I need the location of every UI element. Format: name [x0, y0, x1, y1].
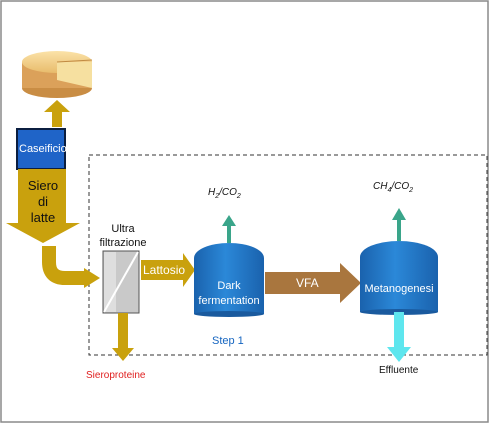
whey-pipe: [42, 246, 86, 285]
vfa-label: VFA: [296, 276, 319, 290]
lattosio-arrow: [141, 253, 195, 287]
ch4-gas-arrow: [392, 208, 406, 241]
ch4-co2-label: CH4/CO2: [373, 181, 414, 195]
metanogenesi-label: Metanogenesi: [364, 283, 434, 295]
dark-fermentation-reactor: [194, 243, 264, 317]
h2-co2-label: H2/CO2: [208, 187, 241, 201]
cheese-wheel-icon: [22, 51, 93, 98]
metanogenesi-reactor: [360, 241, 438, 315]
caseificio-label: Caseificio: [19, 143, 67, 155]
vfa-arrow: [265, 263, 361, 303]
process-boundary: [88, 154, 488, 356]
ultrafiltration-membrane-icon: [102, 250, 140, 314]
ultra-label: Ultra: [111, 223, 135, 235]
filtrazione-label: filtrazione: [99, 237, 147, 249]
step-label: Step 1: [212, 335, 244, 347]
sieroproteine-label: Sieroproteine: [86, 370, 146, 381]
siero-label: Siero: [27, 178, 59, 193]
effluente-label: Effluente: [379, 365, 419, 376]
arrow-to-cheese: [44, 100, 70, 127]
whey-arrow: [6, 169, 80, 243]
fermentation-label: fermentation: [198, 295, 260, 307]
dark-label: Dark: [217, 280, 241, 292]
effluent-arrow: [387, 312, 411, 362]
h2-gas-arrow: [222, 215, 236, 243]
lattosio-label: Lattosio: [143, 263, 186, 277]
sieroproteine-arrow: [112, 313, 134, 361]
di-label: di: [37, 194, 49, 209]
whey-pipe-head: [84, 268, 100, 288]
latte-label: latte: [30, 210, 56, 225]
